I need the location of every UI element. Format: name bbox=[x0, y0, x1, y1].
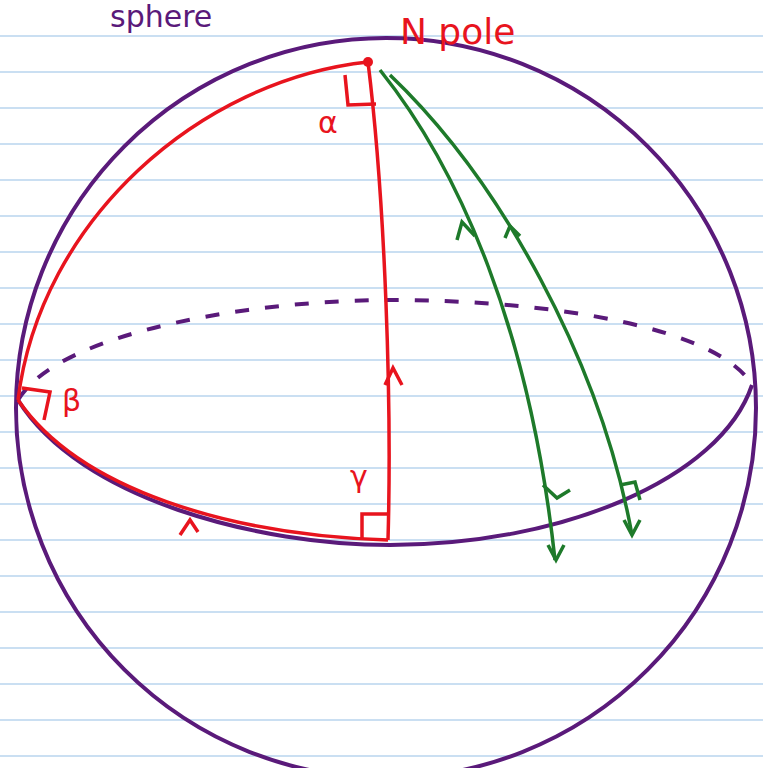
angle-label: β bbox=[62, 386, 81, 416]
ruled-lines bbox=[0, 36, 763, 756]
sphere-outline bbox=[16, 38, 756, 768]
pole-dot bbox=[363, 57, 373, 67]
angle-label: γ bbox=[350, 462, 368, 492]
geodesic-triangle bbox=[18, 62, 402, 540]
pole-label: N pole bbox=[400, 14, 515, 50]
equator-front bbox=[18, 385, 752, 545]
angle-label: α bbox=[318, 108, 338, 138]
meridian-arrows bbox=[380, 70, 640, 560]
sheet-heading: sphere bbox=[110, 2, 212, 32]
